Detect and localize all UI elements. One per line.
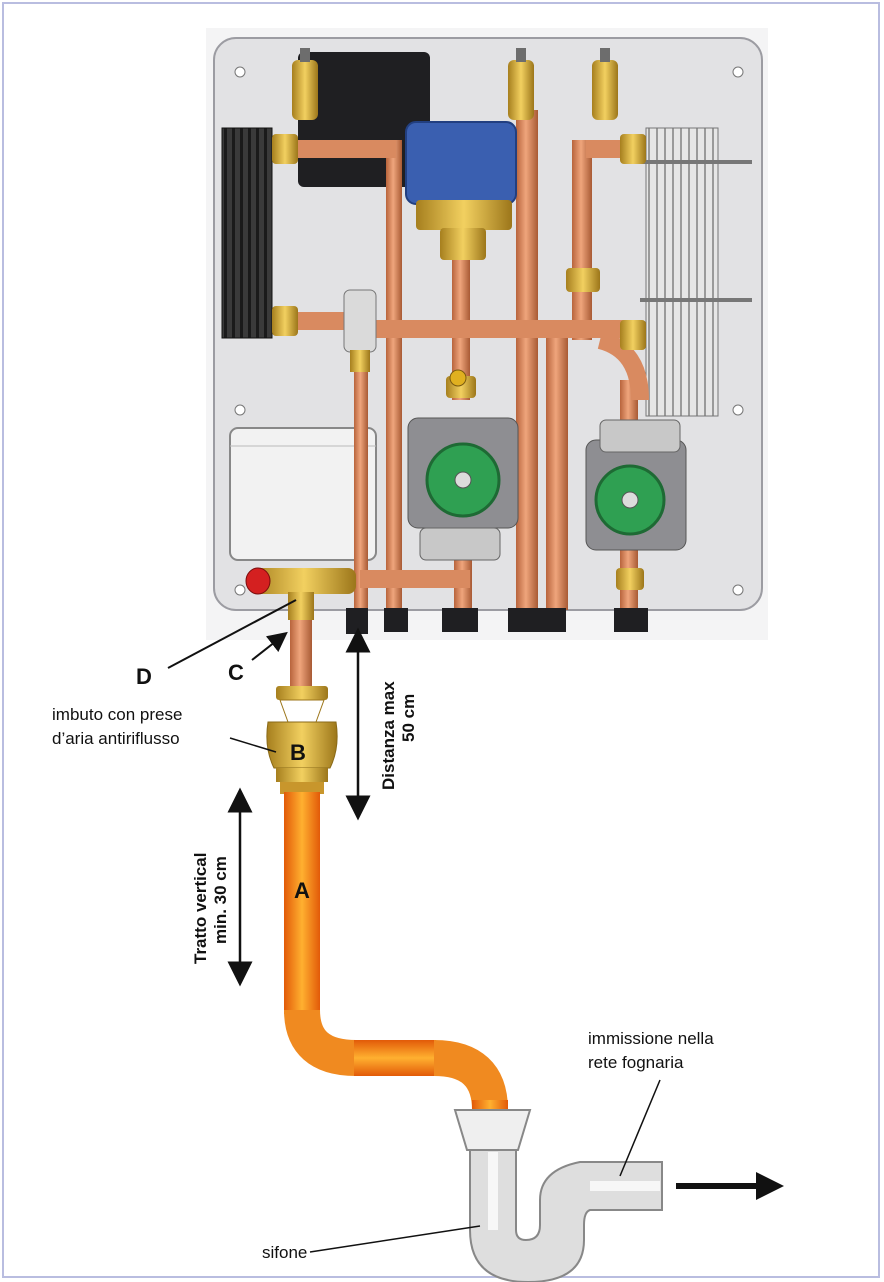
screw-hole-icon xyxy=(234,404,246,416)
ball-valve-handle xyxy=(449,369,467,387)
drain-pipe-elbow xyxy=(284,1009,357,1076)
junction-box xyxy=(229,427,377,561)
brass-fitting xyxy=(620,134,646,164)
air-vent-valve xyxy=(292,60,318,120)
funnel-top-ring xyxy=(276,686,328,700)
air-vent-cap xyxy=(516,48,526,62)
discharge-line xyxy=(266,620,784,1282)
copper-pipe xyxy=(360,320,640,338)
pump-screw xyxy=(454,471,472,489)
pump-terminal-box xyxy=(419,527,501,561)
pump-screw xyxy=(621,491,639,509)
copper-pipe xyxy=(516,110,538,610)
leader-arrow-c xyxy=(251,631,288,661)
funnel-bottom-ring xyxy=(276,768,328,782)
screw-hole-icon xyxy=(234,66,246,78)
safety-valve-outlet xyxy=(288,592,314,620)
vertical-label-line1: Tratto vertical xyxy=(191,853,210,965)
copper-pipe xyxy=(360,570,470,588)
air-vent-cap xyxy=(300,48,310,62)
air-vent-valve xyxy=(592,60,618,120)
funnel-label-line1: imbuto con prese xyxy=(52,705,182,724)
siphon-leader-line xyxy=(309,1225,481,1253)
air-vent-cap xyxy=(600,48,610,62)
brass-fitting xyxy=(620,320,646,350)
copper-pipe xyxy=(386,140,402,610)
air-vent-valve xyxy=(508,60,534,120)
pump-terminal-box xyxy=(599,419,681,453)
vertical-label-line2: min. 30 cm xyxy=(211,856,230,944)
funnel-label-line2: d’aria antiriflusso xyxy=(52,729,180,748)
screw-hole-icon xyxy=(732,66,744,78)
siphon-inlet-funnel xyxy=(453,1109,532,1151)
copper-pipe xyxy=(546,330,568,610)
drain-pipe-horizontal xyxy=(354,1040,436,1076)
sewer-label-line2: rete fognaria xyxy=(588,1053,684,1072)
funnel-connector xyxy=(280,782,324,794)
plate-heat-exchanger xyxy=(645,127,719,417)
funnel-air-gap xyxy=(279,699,325,723)
hydraulic-unit xyxy=(206,28,768,640)
three-way-valve-body xyxy=(416,200,512,230)
left-heat-exchanger xyxy=(221,127,273,339)
siphon-label: sifone xyxy=(262,1243,307,1262)
discharge-copper-pipe xyxy=(290,620,312,692)
label-c: C xyxy=(228,660,244,685)
funnel-leader-line xyxy=(229,737,277,753)
screw-hole-icon xyxy=(732,404,744,416)
three-way-valve-actuator xyxy=(405,121,517,205)
copper-pipe xyxy=(354,300,368,610)
screw-hole-icon xyxy=(732,584,744,596)
siphon-trap xyxy=(469,1149,663,1282)
safety-valve-red-cap xyxy=(245,567,271,595)
bottom-connector xyxy=(346,608,368,634)
distance-label-line2: 50 cm xyxy=(399,694,418,742)
anti-backflow-funnel xyxy=(266,721,338,769)
drain-pipe-vertical xyxy=(284,792,320,1014)
copper-pipe xyxy=(572,140,592,340)
annotations: D C imbuto con prese d’aria antiriflusso… xyxy=(52,599,714,1262)
label-b: B xyxy=(290,740,306,765)
brass-fitting xyxy=(272,306,298,336)
safety-valve-fitting xyxy=(350,350,370,372)
brass-fitting xyxy=(272,134,298,164)
bottom-connector xyxy=(384,608,408,632)
flow-direction-arrow-icon xyxy=(756,1172,784,1200)
bottom-connector xyxy=(442,608,478,632)
sewer-leader-line xyxy=(619,1079,661,1177)
screw-hole-icon xyxy=(234,584,246,596)
copper-pipe xyxy=(597,331,649,401)
sewer-label-line1: immissione nella xyxy=(588,1029,714,1048)
label-d: D xyxy=(136,664,152,689)
leader-line-d xyxy=(167,599,297,669)
copper-pipe xyxy=(272,140,396,158)
safety-group-body xyxy=(252,568,356,594)
brass-fitting xyxy=(566,268,600,292)
brass-fitting xyxy=(616,568,644,590)
bottom-connector xyxy=(508,608,566,632)
bottom-connector xyxy=(614,608,648,632)
safety-valve xyxy=(343,289,377,353)
three-way-valve-port xyxy=(440,228,486,260)
distance-label-line1: Distanza max xyxy=(379,681,398,790)
label-a: A xyxy=(294,878,310,903)
